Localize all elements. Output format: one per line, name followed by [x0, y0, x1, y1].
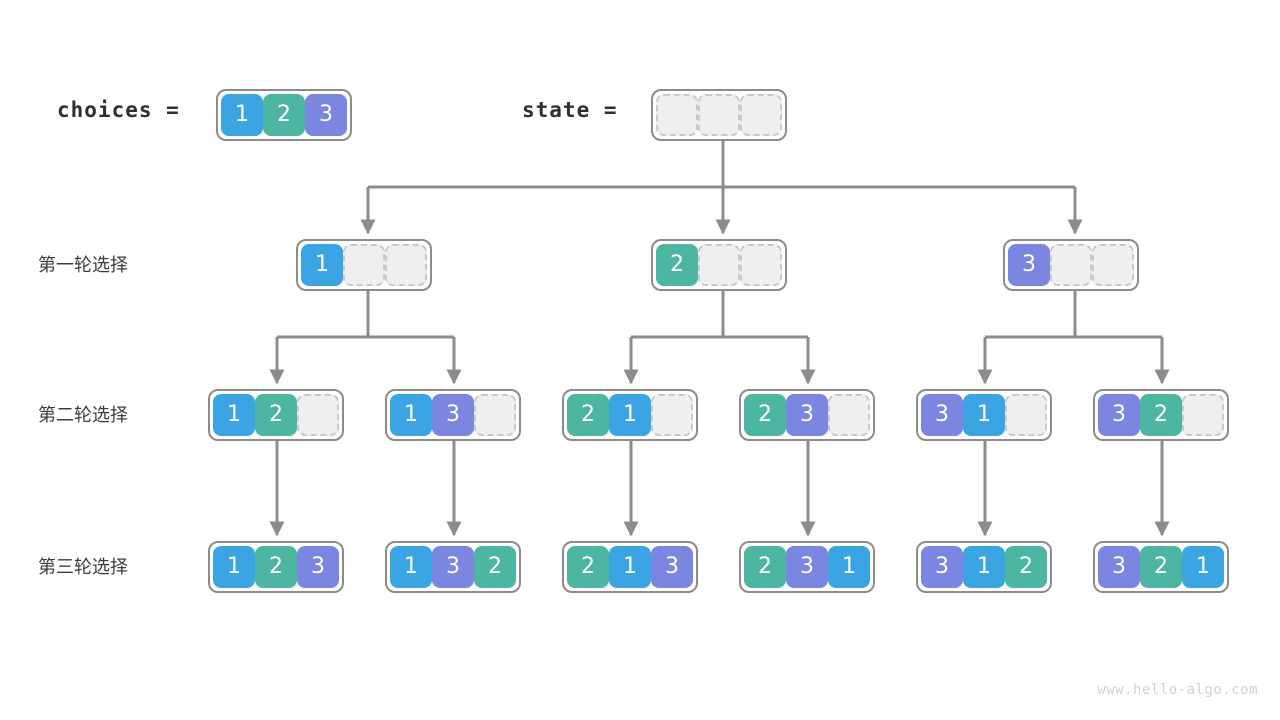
choices-label: choices = — [57, 98, 180, 122]
state-cell-0-empty — [656, 94, 698, 136]
node-3-2-1-cell-0: 3 — [1098, 546, 1140, 588]
node-2-cell-2-empty — [740, 244, 782, 286]
node-2-1-3-cell-0: 2 — [567, 546, 609, 588]
node-2-1-3-cell-2: 3 — [651, 546, 693, 588]
choices-cell-1: 2 — [263, 94, 305, 136]
node-3-2-1-cell-2: 1 — [1182, 546, 1224, 588]
row-label-round-3: 第三轮选择 — [38, 557, 128, 577]
node-1-2-cell-0: 1 — [213, 394, 255, 436]
node-3-1-2-cell-2: 2 — [1005, 546, 1047, 588]
node-2: 2 — [651, 239, 787, 291]
node-1-2-3-cell-0: 1 — [213, 546, 255, 588]
node-2-3-cell-2-empty — [828, 394, 870, 436]
node-1-cell-0: 1 — [301, 244, 343, 286]
node-3: 3 — [1003, 239, 1139, 291]
choices-cell-0: 1 — [221, 94, 263, 136]
node-3-1-cell-2-empty — [1005, 394, 1047, 436]
node-1-3-2-cell-0: 1 — [390, 546, 432, 588]
node-3-1-2-cell-1: 1 — [963, 546, 1005, 588]
node-2-cell-0: 2 — [656, 244, 698, 286]
node-1-3-2-cell-2: 2 — [474, 546, 516, 588]
node-2-3-cell-1: 3 — [786, 394, 828, 436]
node-2-1-3-cell-1: 1 — [609, 546, 651, 588]
state-cell-2-empty — [740, 94, 782, 136]
node-1-3-2-cell-1: 3 — [432, 546, 474, 588]
node-2-3-1-cell-2: 1 — [828, 546, 870, 588]
state-label: state = — [522, 98, 618, 122]
node-1-3-cell-1: 3 — [432, 394, 474, 436]
node-1-2-cell-2-empty — [297, 394, 339, 436]
state-array — [651, 89, 787, 141]
node-3-2-1-cell-1: 2 — [1140, 546, 1182, 588]
node-2-3-cell-0: 2 — [744, 394, 786, 436]
node-1-2-3-cell-2: 3 — [297, 546, 339, 588]
node-1-3-cell-2-empty — [474, 394, 516, 436]
node-2-3-1-cell-0: 2 — [744, 546, 786, 588]
node-3-1-cell-1: 1 — [963, 394, 1005, 436]
node-2-1-cell-1: 1 — [609, 394, 651, 436]
node-1: 1 — [296, 239, 432, 291]
node-1-cell-1-empty — [343, 244, 385, 286]
node-1-2-3-cell-1: 2 — [255, 546, 297, 588]
node-2-3-1-cell-1: 3 — [786, 546, 828, 588]
node-3-2-cell-2-empty — [1182, 394, 1224, 436]
node-1-cell-2-empty — [385, 244, 427, 286]
state-cell-1-empty — [698, 94, 740, 136]
node-3-cell-0: 3 — [1008, 244, 1050, 286]
node-2-1-cell-0: 2 — [567, 394, 609, 436]
node-3-1-2-cell-0: 3 — [921, 546, 963, 588]
node-3-2-cell-1: 2 — [1140, 394, 1182, 436]
row-label-round-1: 第一轮选择 — [38, 255, 128, 275]
choices-cell-2: 3 — [305, 94, 347, 136]
watermark: www.hello-algo.com — [1097, 682, 1258, 698]
node-3-cell-1-empty — [1050, 244, 1092, 286]
node-2-cell-1-empty — [698, 244, 740, 286]
node-3-cell-2-empty — [1092, 244, 1134, 286]
node-1-2-cell-1: 2 — [255, 394, 297, 436]
node-2-1-cell-2-empty — [651, 394, 693, 436]
row-label-round-2: 第二轮选择 — [38, 405, 128, 425]
node-1-3-cell-0: 1 — [390, 394, 432, 436]
node-3-1-cell-0: 3 — [921, 394, 963, 436]
node-3-2-cell-0: 3 — [1098, 394, 1140, 436]
